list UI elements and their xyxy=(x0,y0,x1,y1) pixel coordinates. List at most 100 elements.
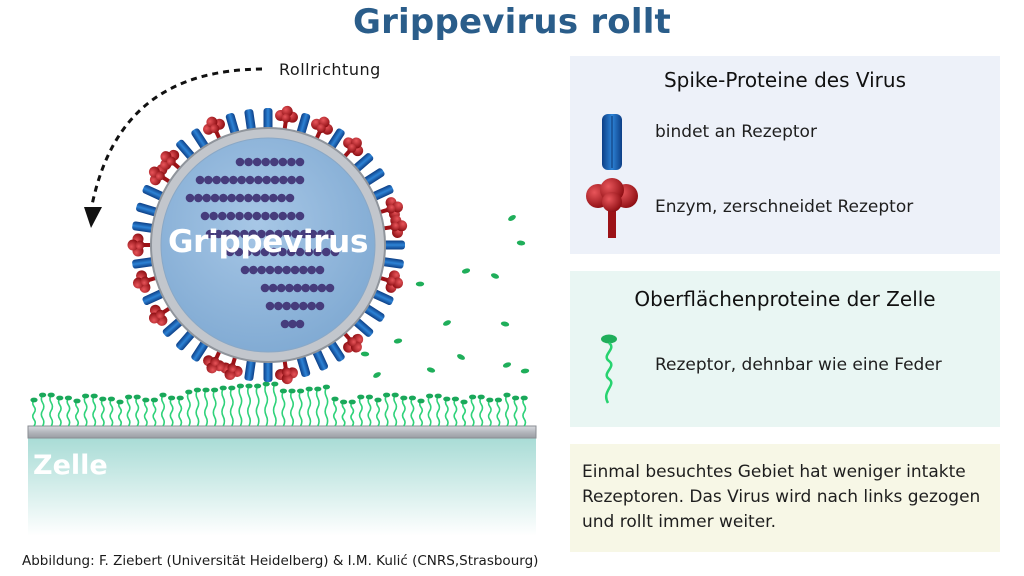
cell-receptor xyxy=(451,396,459,427)
rna-bead xyxy=(307,265,316,275)
rna-bead xyxy=(287,157,296,167)
legend-receptor-text: Rezeptor, dehnbar wie eine Feder xyxy=(655,355,942,375)
rna-bead xyxy=(269,247,279,257)
receptor-fragment xyxy=(500,321,510,327)
viral-rna-strand xyxy=(185,157,340,329)
cell-receptor xyxy=(391,392,399,427)
rna-bead xyxy=(290,265,300,275)
legend-virus-panel: Spike-Proteine des Virus bindet an Rezep… xyxy=(570,56,1000,254)
cell-receptor xyxy=(82,393,90,427)
cell-receptor xyxy=(150,397,158,427)
roll-direction-label: Rollrichtung xyxy=(279,60,381,79)
rna-bead xyxy=(295,247,305,257)
receptor-field xyxy=(30,381,528,427)
rna-bead xyxy=(214,229,223,239)
rna-bead xyxy=(243,247,252,257)
rna-bead xyxy=(309,283,319,293)
rna-bead xyxy=(277,193,286,203)
rna-bead xyxy=(222,229,232,239)
rna-bead xyxy=(257,229,266,239)
cell-receptor xyxy=(288,388,296,427)
arrowhead-icon xyxy=(84,207,102,228)
rna-bead xyxy=(330,247,340,257)
roll-direction-arrow xyxy=(90,67,263,206)
rna-bead xyxy=(252,157,262,167)
rna-bead xyxy=(254,175,263,185)
rna-bead xyxy=(301,283,310,293)
rna-bead xyxy=(280,319,290,329)
rna-bead xyxy=(248,229,258,239)
rna-bead xyxy=(239,229,249,239)
rna-bead xyxy=(195,175,205,185)
receptor-fragment xyxy=(373,372,381,378)
cell-receptor xyxy=(56,395,64,427)
rna-bead xyxy=(282,265,291,275)
page-title: Grippevirus rollt xyxy=(352,2,672,42)
rna-bead xyxy=(299,301,308,311)
receptor-fragment xyxy=(360,351,370,357)
rna-bead xyxy=(194,193,203,203)
cell-receptor xyxy=(400,395,408,427)
rna-bead xyxy=(204,175,213,185)
cell-receptor xyxy=(434,393,442,427)
cell-receptor xyxy=(64,395,72,427)
receptor-fragment xyxy=(516,240,526,246)
cell-receptor xyxy=(297,388,305,427)
cell-body xyxy=(28,438,536,536)
rna-bead xyxy=(321,247,331,257)
rna-bead xyxy=(278,211,288,221)
rna-bead xyxy=(293,283,302,293)
cell-receptor xyxy=(357,394,365,427)
rna-bead xyxy=(249,265,258,275)
receptor-fragment xyxy=(415,281,425,287)
cell-receptor xyxy=(125,394,133,427)
rna-bead xyxy=(217,211,227,221)
rna-bead xyxy=(299,229,309,239)
rna-bead xyxy=(290,301,300,311)
rna-bead xyxy=(269,211,279,221)
blue-spike-protein-icon xyxy=(602,114,622,170)
cell-receptor xyxy=(305,386,313,427)
rna-bead xyxy=(219,193,228,203)
rna-bead xyxy=(278,247,287,257)
receptor-fragment xyxy=(502,362,512,368)
rna-bead xyxy=(286,247,296,257)
rna-bead xyxy=(265,265,275,275)
rna-bead xyxy=(235,193,245,203)
cell-receptor xyxy=(107,396,115,427)
receptor-fragment xyxy=(461,268,471,274)
cut-receptor-fragments xyxy=(360,215,530,378)
receptor-fragment xyxy=(426,367,436,373)
rna-bead xyxy=(229,175,238,185)
rna-bead xyxy=(185,193,195,203)
rna-bead xyxy=(260,247,270,257)
rna-bead xyxy=(265,301,275,311)
rna-bead xyxy=(231,229,241,239)
cell-receptor xyxy=(142,397,150,427)
cell-receptor xyxy=(426,393,434,427)
rna-bead xyxy=(252,193,261,203)
rna-bead xyxy=(220,175,230,185)
rna-bead xyxy=(285,283,294,293)
rna-bead xyxy=(261,211,270,221)
cell-receptor xyxy=(262,381,270,427)
cell-receptor xyxy=(374,397,382,427)
legend-blue-spike-text: bindet an Rezeptor xyxy=(655,122,817,142)
rna-bead xyxy=(269,193,278,203)
image-credit: Abbildung: F. Ziebert (Universität Heide… xyxy=(22,553,539,569)
cell-membrane xyxy=(27,425,537,439)
cell-receptor xyxy=(322,384,330,427)
cell-receptor xyxy=(511,395,520,427)
rna-bead xyxy=(240,265,250,275)
rna-bead xyxy=(325,283,335,293)
cell-receptor xyxy=(477,394,485,427)
rna-bead xyxy=(251,247,261,257)
cell-receptor xyxy=(185,389,193,427)
rna-bead xyxy=(278,157,288,167)
rna-bead xyxy=(237,175,246,185)
legend-virus-title: Spike-Proteine des Virus xyxy=(663,68,906,92)
rna-bead xyxy=(244,157,253,167)
rna-bead xyxy=(307,301,316,311)
legend-cell-panel: Oberflächenproteine der Zelle Rezeptor, … xyxy=(570,271,1000,427)
rna-bead xyxy=(274,301,283,311)
